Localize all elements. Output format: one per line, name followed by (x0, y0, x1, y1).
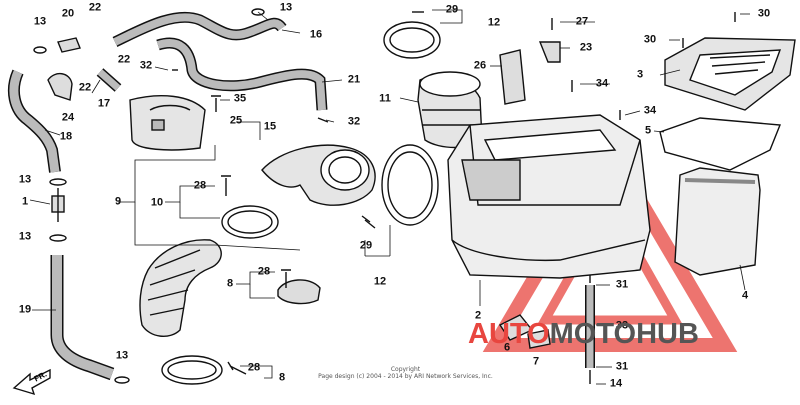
copyright-line-2: Page design (c) 2004 - 2014 by ARI Netwo… (318, 373, 493, 380)
label-17: 17 (97, 97, 111, 110)
label-14: 14 (609, 377, 623, 390)
label-13-b: 13 (18, 173, 32, 186)
label-10: 10 (150, 196, 164, 209)
label-27: 27 (575, 15, 589, 28)
hose-17 (96, 68, 122, 92)
clamps-13 (33, 8, 265, 384)
label-6: 6 (503, 341, 511, 354)
clamp-12-mid (381, 144, 439, 226)
label-1: 1 (21, 195, 29, 208)
label-7: 7 (532, 355, 540, 368)
label-35: 35 (233, 92, 247, 105)
label-16: 16 (309, 28, 323, 41)
hose-21 (156, 37, 328, 111)
element-4 (674, 167, 761, 276)
label-13-e: 13 (279, 1, 293, 14)
label-29-a: 29 (359, 239, 373, 252)
label-13-a: 13 (33, 15, 47, 28)
label-30-b: 30 (643, 33, 657, 46)
label-23: 23 (579, 41, 593, 54)
part-7 (527, 329, 551, 349)
boot-11 (417, 71, 483, 149)
label-30-a: 30 (757, 7, 771, 20)
label-34-b: 34 (643, 104, 657, 117)
leader-lines (29, 9, 750, 385)
joint-1 (51, 188, 65, 222)
label-5: 5 (644, 124, 652, 137)
bolts (172, 11, 736, 384)
cover-3 (664, 37, 796, 111)
label-3: 3 (636, 68, 644, 81)
label-28-b: 28 (257, 265, 271, 278)
label-21: 21 (347, 73, 361, 86)
label-26: 26 (473, 59, 487, 72)
label-34-a: 34 (595, 77, 609, 90)
bracket-26 (499, 49, 526, 105)
label-22-c: 22 (78, 81, 92, 94)
bracket-24 (47, 73, 73, 101)
label-12-a: 12 (373, 275, 387, 288)
watermark-logo: AUTOMOTOHUB (468, 318, 699, 351)
hose-19 (50, 255, 115, 381)
label-15: 15 (263, 120, 277, 133)
label-32-b: 32 (347, 115, 361, 128)
label-31-b: 31 (615, 360, 629, 373)
hose-18 (7, 69, 61, 173)
label-28-a: 28 (193, 179, 207, 192)
fitting-20 (57, 37, 81, 53)
copyright-notice: Copyright Page design (c) 2004 - 2014 by… (318, 366, 493, 380)
label-22-b: 22 (117, 53, 131, 66)
clamp-8-lower (161, 355, 223, 385)
hose-16 (112, 11, 287, 47)
intake-duct-9 (261, 144, 376, 206)
label-20: 20 (61, 7, 75, 20)
label-12-b: 12 (487, 16, 501, 29)
reservoir-15 (129, 95, 206, 151)
front-arrow (12, 368, 51, 396)
boot-lower (139, 239, 222, 337)
watermark-text-motohub: MOTOHUB (549, 318, 699, 350)
label-24: 24 (61, 111, 75, 124)
clamp-12-top (383, 21, 441, 59)
label-2: 2 (474, 309, 482, 322)
label-19: 19 (18, 303, 32, 316)
air-box-2 (447, 114, 651, 279)
gasket-5 (659, 117, 781, 171)
label-22-a: 22 (88, 1, 102, 14)
part-6 (498, 314, 534, 341)
bracket-23 (538, 41, 561, 63)
label-13-d: 13 (115, 349, 129, 362)
label-8-b: 8 (278, 371, 286, 384)
label-8-a: 8 (226, 277, 234, 290)
label-4: 4 (741, 289, 749, 302)
clamp-8-upper (277, 279, 321, 305)
label-9: 9 (114, 195, 122, 208)
copyright-line-1: Copyright (390, 366, 421, 373)
label-13-c: 13 (18, 230, 32, 243)
label-18: 18 (59, 130, 73, 143)
label-25: 25 (229, 114, 243, 127)
label-31-a: 31 (615, 278, 629, 291)
label-29-b: 29 (445, 3, 459, 16)
label-11: 11 (379, 92, 391, 105)
label-32-a: 32 (139, 59, 153, 72)
watermark-text-auto: AUTO (468, 318, 550, 350)
clamp-10 (221, 205, 279, 239)
label-33: 33 (615, 319, 629, 332)
label-28-c: 28 (247, 361, 261, 374)
